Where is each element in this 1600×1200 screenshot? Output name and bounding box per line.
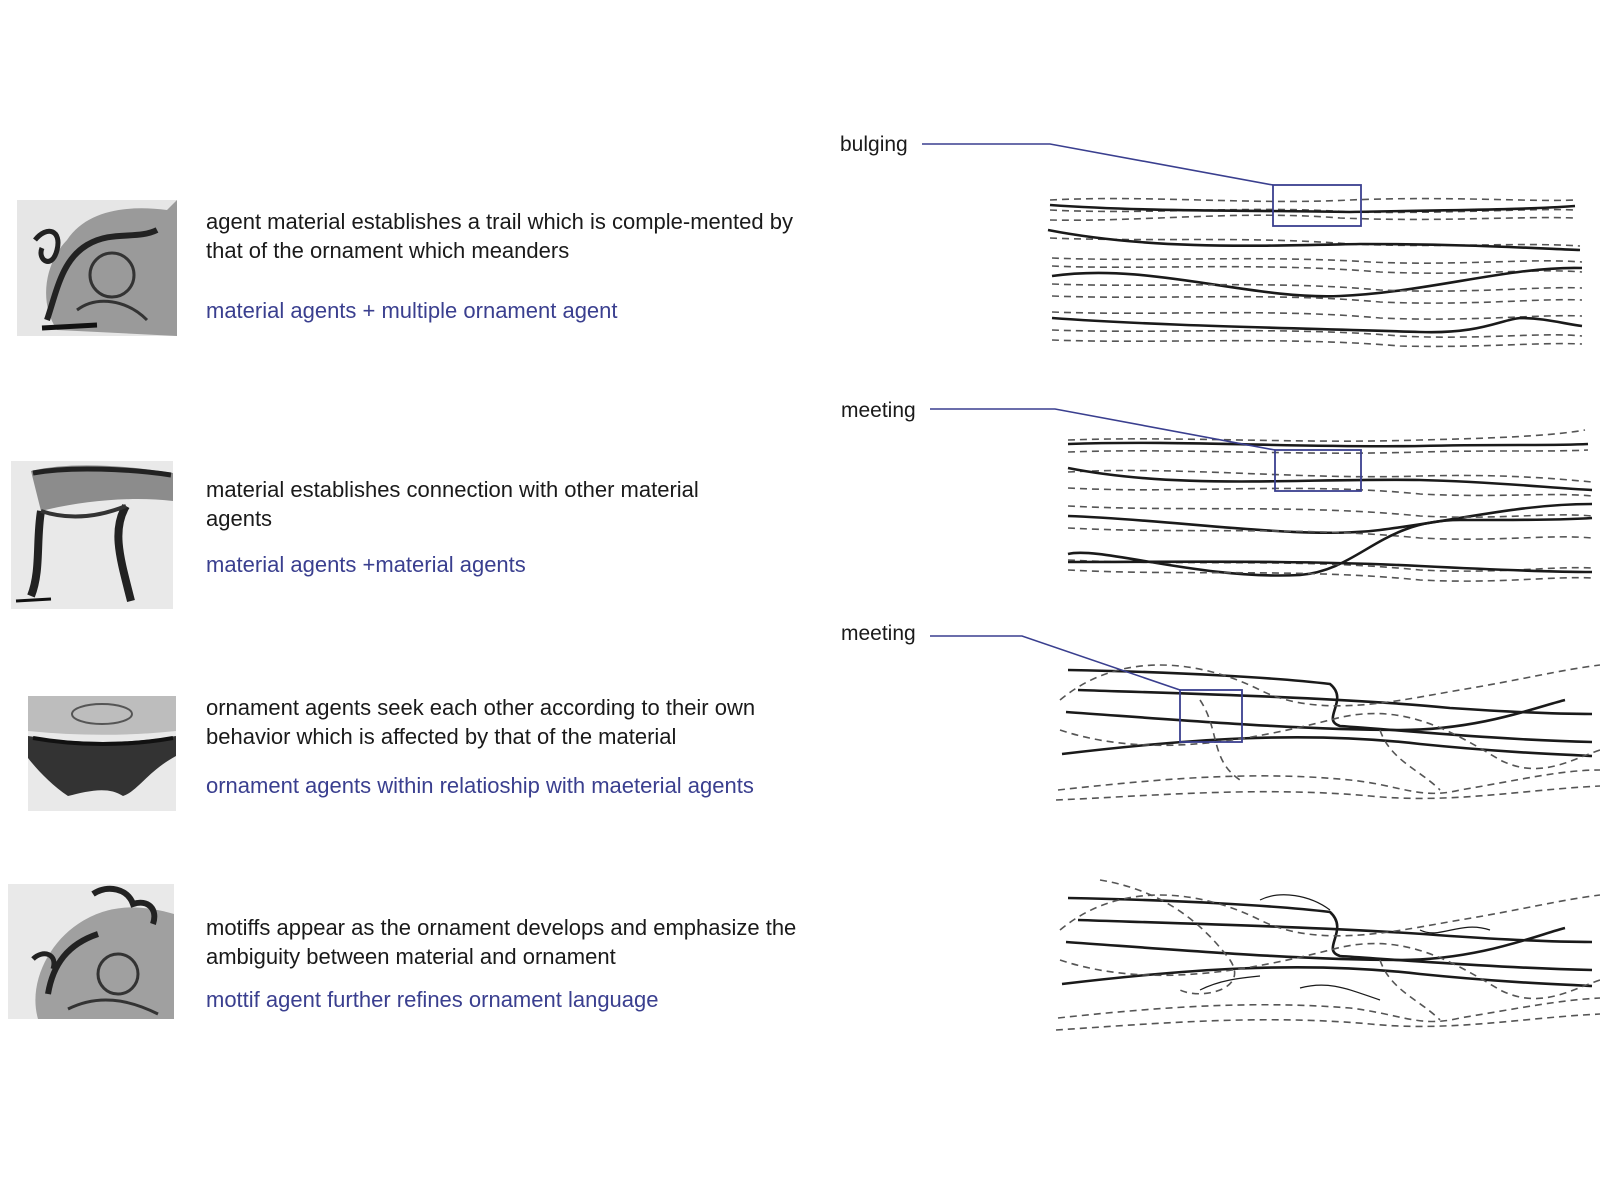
rococo-motif-engraving-icon: [8, 884, 174, 1019]
rococo-table-edge-engraving-icon: [28, 696, 176, 811]
callout-meeting-1: meeting: [841, 399, 916, 422]
meeting-highlight-box-1: [1274, 449, 1362, 492]
row-2-description: material establishes connection with oth…: [206, 477, 699, 531]
row-3-description: ornament agents seek each other accordin…: [206, 695, 756, 749]
meeting-leader-line-2: [930, 635, 1181, 691]
callout-meeting-2: meeting: [841, 622, 916, 645]
row-4-description: motiffs appear as the ornament develops …: [206, 915, 797, 969]
row-1-description: agent material establishes a trail which…: [206, 209, 793, 263]
ornament-thumbnail-3: [28, 696, 176, 811]
trail-group-4: [1055, 879, 1600, 1031]
bulging-highlight-box: [1272, 184, 1362, 227]
bulging-leader-line: [922, 143, 1274, 186]
row-4-tag: mottif agent further refines ornament la…: [206, 987, 659, 1012]
rococo-table-leg-engraving-icon: [11, 461, 173, 609]
meeting-leader-line-1: [930, 408, 1276, 451]
rococo-ornament-engraving-icon: [17, 200, 177, 336]
meeting-highlight-box-2: [1179, 689, 1243, 743]
ornament-thumbnail-2: [11, 461, 173, 609]
callout-bulging: bulging: [840, 133, 908, 156]
trail-group-2: [930, 408, 1593, 582]
ornament-thumbnail-4: [8, 884, 174, 1019]
ornament-thumbnail-1: [17, 200, 177, 336]
row-1-tag: material agents + multiple ornament agen…: [206, 298, 618, 323]
trail-group-3: [930, 635, 1600, 801]
trail-group-1: [922, 143, 1583, 348]
row-3-tag: ornament agents within relatioship with …: [206, 773, 754, 798]
row-2-tag: material agents +material agents: [206, 552, 526, 577]
